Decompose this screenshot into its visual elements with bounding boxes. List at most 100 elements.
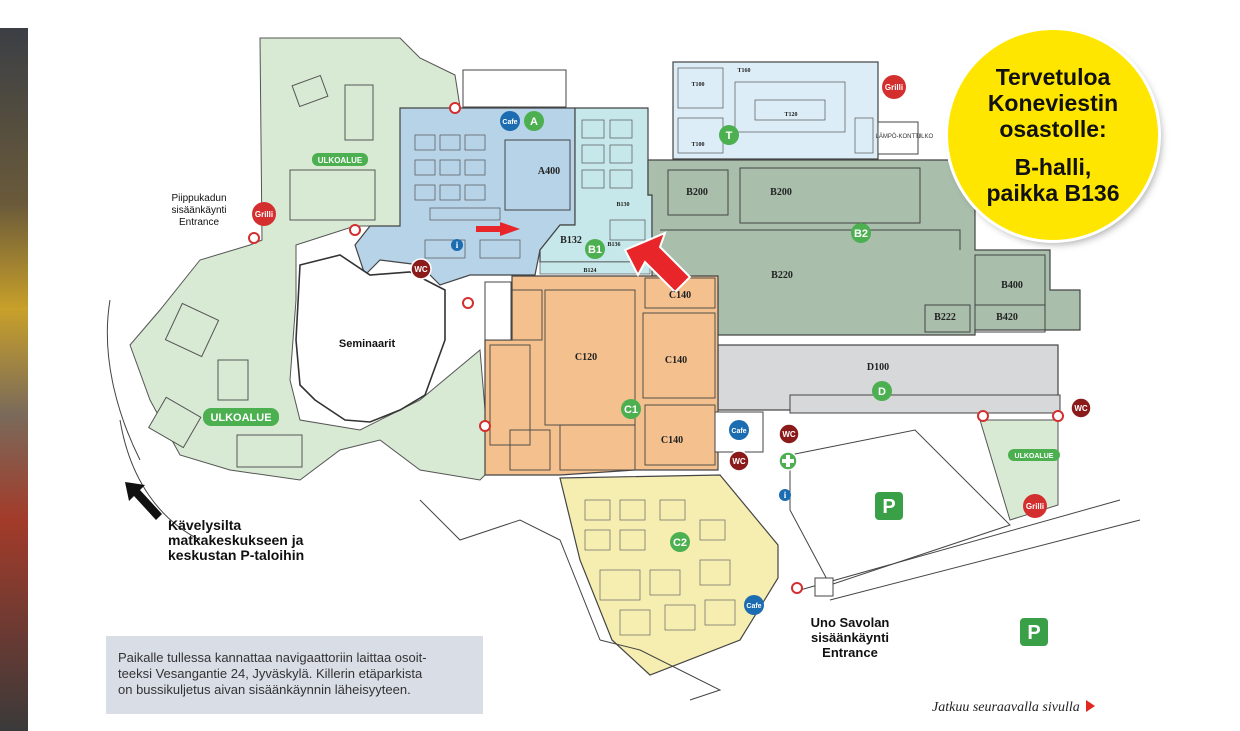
- hall-b1-booths: [539, 119, 651, 275]
- entrance-marker: [977, 410, 989, 422]
- wc-icon: WC: [410, 258, 432, 280]
- svg-text:ULKOALUE: ULKOALUE: [1015, 453, 1054, 460]
- hall-d-annex: [789, 394, 1061, 414]
- continue-next-page[interactable]: Jatkuu seuraavalla sivulla: [932, 700, 1095, 716]
- wc-icon: WC: [728, 450, 750, 472]
- label-b124: B124: [583, 268, 596, 274]
- svg-text:WC: WC: [782, 430, 796, 439]
- cafe-icon: Cafe: [744, 595, 764, 615]
- info-line-1: Paikalle tullessa kannattaa navigaattori…: [118, 650, 427, 665]
- label-seminaarit: Seminaarit: [339, 338, 396, 350]
- entrance-marker: [449, 102, 461, 114]
- wc-icon: WC: [1070, 397, 1092, 419]
- label-t160: T160: [737, 68, 750, 74]
- cafe-icon: Cafe: [500, 111, 520, 131]
- svg-text:WC: WC: [1074, 404, 1088, 413]
- svg-text:B2: B2: [854, 228, 868, 240]
- label-a400: A400: [538, 166, 560, 177]
- label-b136: B136: [607, 242, 620, 248]
- hall-c-gap: [484, 281, 512, 341]
- label-b130: B130: [616, 202, 629, 208]
- outdoor-block-3: [291, 74, 329, 108]
- cafe-icon: Cafe: [729, 420, 749, 440]
- zone-a-marker: A: [524, 111, 544, 131]
- seminar-building: [295, 254, 446, 423]
- svg-text:A: A: [530, 116, 538, 128]
- hall-t: [672, 61, 879, 160]
- svg-text:Grilli: Grilli: [1026, 502, 1044, 511]
- svg-text:Cafe: Cafe: [731, 428, 746, 435]
- zone-b1-marker: B1: [585, 239, 605, 259]
- parking-icon: P: [875, 492, 903, 520]
- walkway-label: Kävelysilta matkakeskukseen ja keskustan…: [168, 518, 304, 563]
- piip-line-3: Entrance: [178, 217, 220, 228]
- svg-text:B1: B1: [588, 244, 602, 256]
- hall-t-booths: [677, 67, 874, 154]
- zone-t-marker: T: [719, 125, 739, 145]
- svg-text:i: i: [456, 240, 459, 250]
- zone-c2-marker: C2: [670, 532, 690, 552]
- label-b132: B132: [560, 235, 582, 246]
- label-t100: T100: [691, 82, 704, 88]
- ulkoalue-badge-1: ULKOALUE: [312, 153, 368, 166]
- svg-text:WC: WC: [732, 457, 746, 466]
- label-lampokontti: LÄMPÖ-KONTTI: [875, 133, 920, 140]
- bubble-line-2: Koneviestin: [987, 90, 1119, 116]
- svg-text:WC: WC: [414, 265, 428, 274]
- outdoor-block-5: [147, 396, 202, 449]
- play-triangle-icon: [1085, 700, 1095, 712]
- small-red-arrow: [476, 222, 520, 236]
- zone-c1-marker: C1: [621, 399, 641, 419]
- label-c140a: C140: [669, 290, 691, 301]
- label-b200a: B200: [686, 187, 708, 198]
- info-line-3: on bussikuljetus aivan sisäänkäynnin läh…: [118, 682, 411, 697]
- bubble-line-3: osastolle:: [999, 116, 1107, 142]
- grill-icon: Grilli: [1023, 494, 1047, 518]
- label-t100b: T100: [691, 142, 704, 148]
- piip-line-1: Piippukadun: [171, 193, 227, 204]
- ulkoalue-badge-2: ULKOALUE: [203, 408, 279, 426]
- info-icon: i: [779, 489, 791, 501]
- uno-line-3: Entrance: [822, 645, 878, 660]
- hall-c2-booths: [584, 499, 736, 636]
- label-t120: T120: [784, 112, 797, 118]
- svg-text:ULKOALUE: ULKOALUE: [210, 412, 271, 424]
- outdoor-block-7: [217, 359, 249, 401]
- label-b400: B400: [1001, 280, 1023, 291]
- label-c140b: C140: [665, 355, 687, 366]
- entrance-marker: [462, 297, 474, 309]
- label-b220: B220: [771, 270, 793, 281]
- svg-text:Grilli: Grilli: [885, 83, 903, 92]
- svg-text:ULKOALUE: ULKOALUE: [318, 156, 363, 165]
- outdoor-block-2: [344, 84, 374, 141]
- walkway-arrow: [125, 482, 162, 520]
- hall-a-booths: [414, 134, 521, 259]
- info-line-2: teeksi Vesangantie 24, Jyväskylä. Killer…: [118, 666, 423, 681]
- hall-c2: [559, 474, 779, 676]
- welcome-bubble: Tervetuloa Koneviestin osastolle: B-hall…: [948, 30, 1158, 240]
- svg-text:i: i: [784, 490, 787, 500]
- uno-line-1: Uno Savolan: [810, 615, 890, 630]
- uno-savola-entrance-label: Uno Savolan sisäänkäynti Entrance: [800, 615, 900, 660]
- walkway-line-1: Kävelysilta: [168, 517, 242, 533]
- label-b222: B222: [934, 312, 956, 323]
- label-b420: B420: [996, 312, 1018, 323]
- svg-text:C1: C1: [624, 404, 638, 416]
- entrance-marker: [248, 232, 260, 244]
- grill-icon: Grilli: [882, 75, 906, 99]
- bubble-line-5: paikka B136: [986, 180, 1120, 206]
- location-arrow: [623, 231, 692, 294]
- continue-label: Jatkuu seuraavalla sivulla: [932, 700, 1080, 715]
- zone-b2-marker: B2: [851, 223, 871, 243]
- svg-text:T: T: [726, 130, 733, 142]
- outdoor-block-4: [164, 302, 220, 358]
- svg-text:Cafe: Cafe: [502, 119, 517, 126]
- label-d100: D100: [867, 362, 889, 373]
- label-c120: C120: [575, 352, 597, 363]
- info-icon: i: [451, 239, 463, 251]
- uno-line-2: sisäänkäynti: [810, 630, 890, 645]
- first-aid-icon: [778, 451, 798, 471]
- label-ulko: ULKO: [917, 134, 934, 140]
- outdoor-block-1: [289, 169, 376, 221]
- svg-text:Grilli: Grilli: [255, 210, 273, 219]
